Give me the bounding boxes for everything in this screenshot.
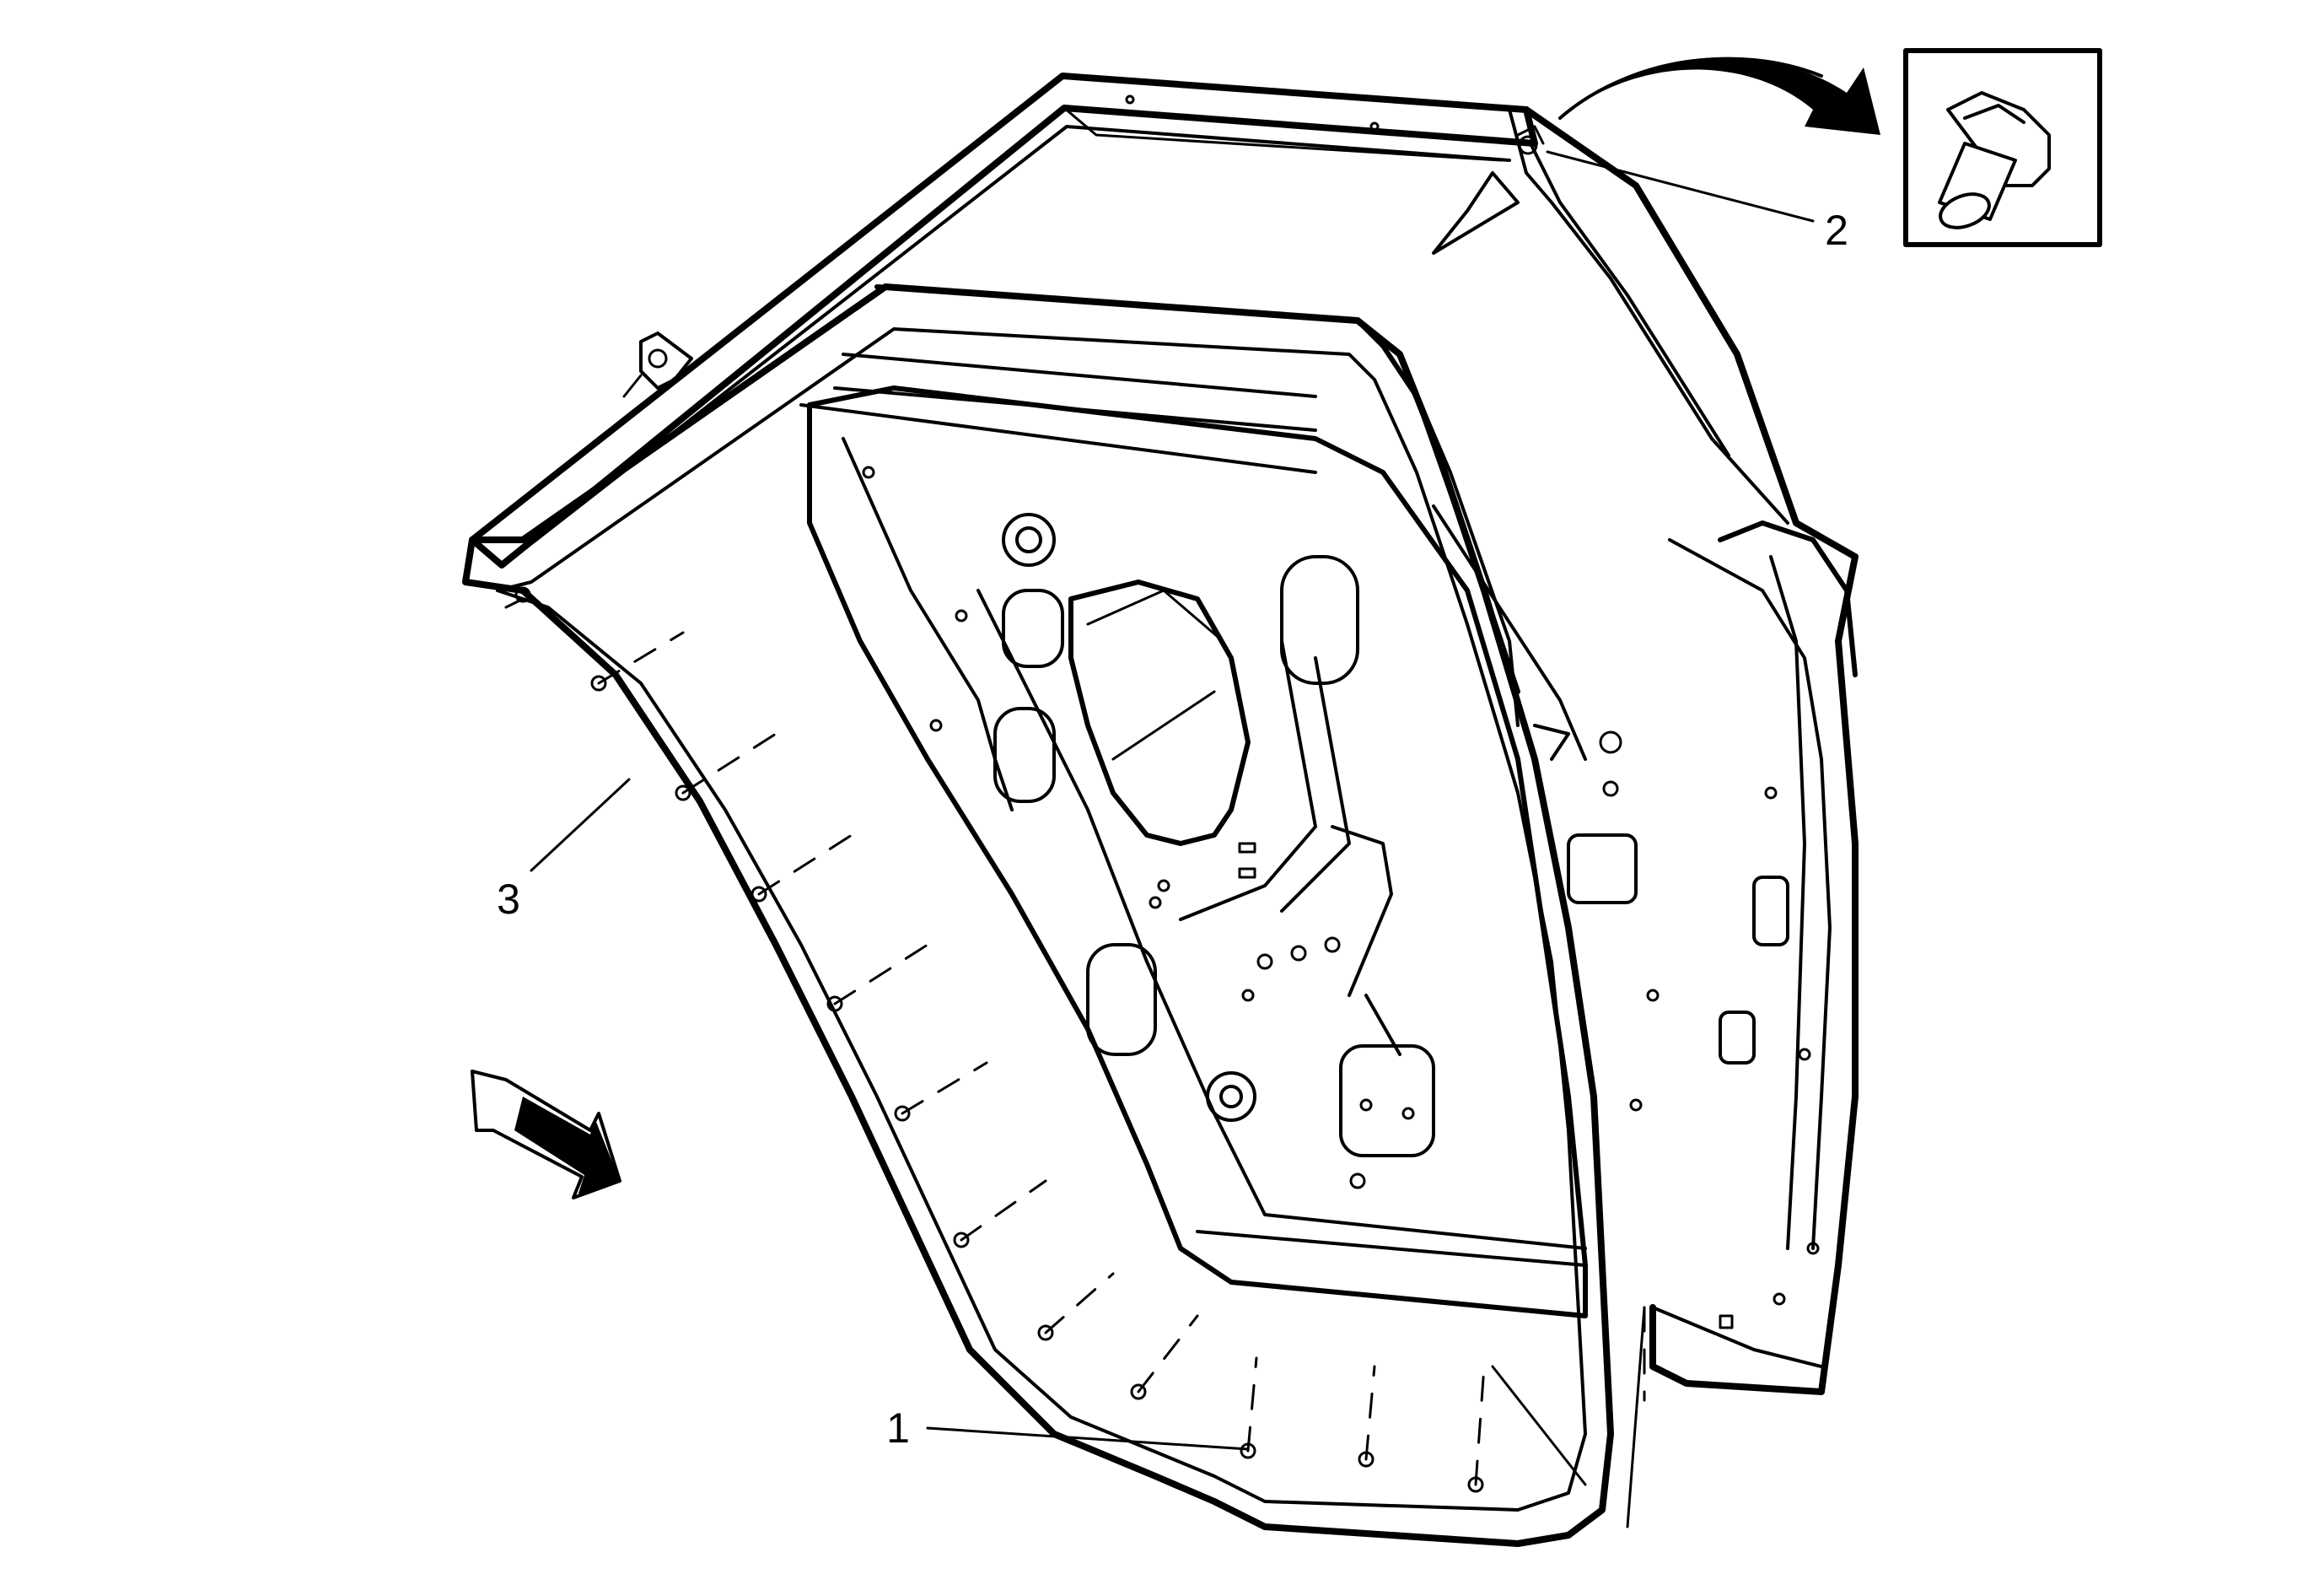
callout-2: 2 [1825, 207, 1848, 254]
door-weatherstrip [462, 283, 1614, 1547]
callout-1: 1 [886, 1404, 910, 1452]
callout-3: 3 [497, 876, 520, 923]
push-pin-retainer-icon [1903, 48, 2102, 247]
door-window-frame [469, 73, 1789, 569]
view-direction-arrow-icon [471, 1070, 621, 1199]
curved-transfer-arrow [1558, 57, 1880, 135]
upper-retainer-clip [622, 125, 1545, 398]
door-inner-panel [807, 385, 1588, 1318]
callout-leaders [530, 150, 1815, 1451]
door-outer-panel [1523, 106, 1859, 1395]
retainer-leader-lines [597, 631, 1646, 1528]
